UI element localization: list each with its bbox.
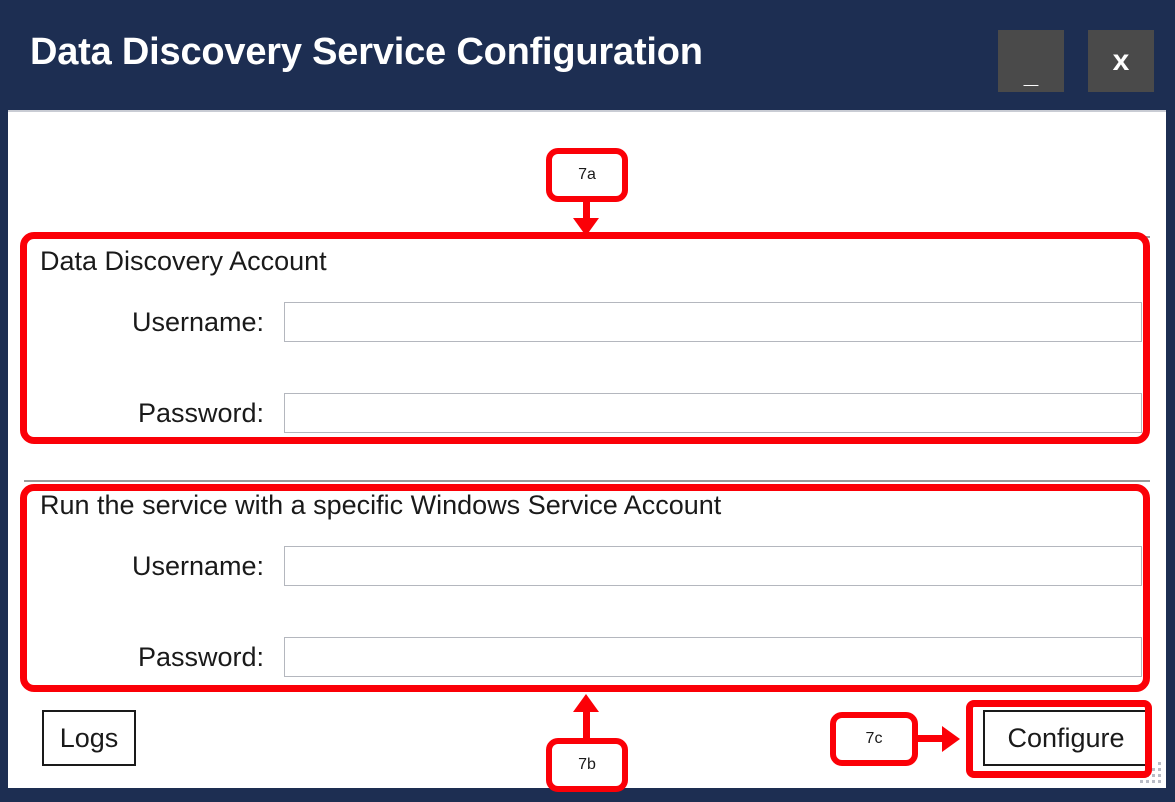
field-row-discovery-username: Username: [24,302,1150,346]
service-password-input[interactable] [284,637,1142,677]
page-title: Data Discovery Service Configuration [30,31,703,73]
close-button[interactable]: x [1088,30,1154,92]
logs-button[interactable]: Logs [42,710,136,766]
discovery-username-input[interactable] [284,302,1142,342]
discovery-password-input[interactable] [284,393,1142,433]
configure-button[interactable]: Configure [983,710,1149,766]
resize-grip-icon[interactable] [1140,762,1162,784]
minimize-button[interactable]: _ [998,30,1064,92]
service-username-input[interactable] [284,546,1142,586]
dialog-client-area: Data Discovery Account Username: Passwor… [8,110,1166,788]
label-discovery-password: Password: [137,398,264,428]
windows-service-account-group: Run the service with a specific Windows … [24,480,1150,685]
label-discovery-username: Username: [131,307,264,337]
label-service-username: Username: [131,551,264,581]
window-frame-left [0,0,8,802]
window-frame-bottom [0,788,1175,802]
minimize-icon: _ [1023,59,1039,89]
window-title-bar[interactable]: Data Discovery Service Configuration _ x [0,0,1175,110]
close-icon: x [1112,44,1130,77]
field-row-discovery-password: Password: [24,393,1150,437]
group-title-data-discovery-account: Data Discovery Account [40,246,333,277]
label-service-password: Password: [137,642,264,672]
group-title-windows-service-account: Run the service with a specific Windows … [40,490,728,521]
field-row-service-password: Password: [24,637,1150,681]
field-row-service-username: Username: [24,546,1150,590]
data-discovery-account-group: Data Discovery Account Username: Passwor… [24,236,1150,441]
window-frame-right [1166,0,1175,802]
